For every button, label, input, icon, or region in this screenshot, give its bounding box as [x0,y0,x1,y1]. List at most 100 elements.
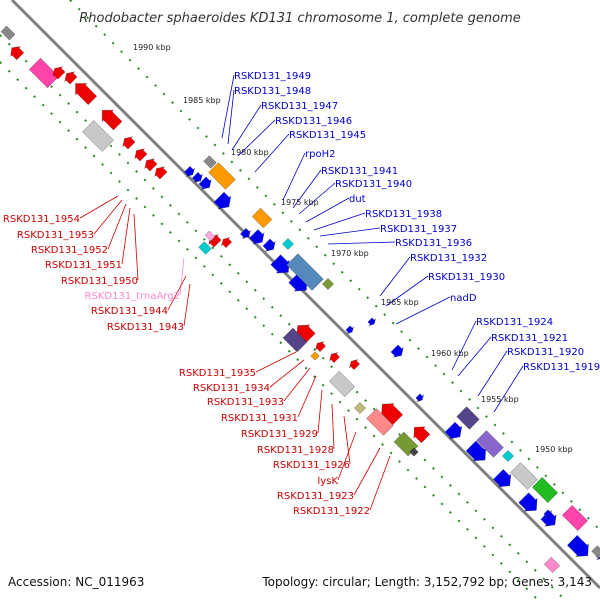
gene-block [251,207,273,229]
forward-gene-label[interactable]: rpoH2 [305,149,335,160]
reverse-gene-arrow [102,110,123,131]
kbp-tick-label: 1960 kbp [431,349,469,358]
reverse-gene-label[interactable]: lysK [318,476,339,487]
reverse-gene-label[interactable]: RSKD131_1933 [207,397,284,408]
forward-gene-label[interactable]: RSKD131_1941 [321,166,398,177]
forward-leader-line [282,152,306,201]
accession-text: Accession: NC_011963 [8,575,144,589]
forward-leader-line [385,275,429,307]
reverse-gene-labels: RSKD131_1954RSKD131_1953RSKD131_1952RSKD… [3,214,370,517]
reverse-leader-line [93,199,123,235]
reverse-gene-label[interactable]: RSKD131_1943 [107,322,184,333]
forward-gene-label[interactable]: RSKD131_1948 [234,86,311,97]
forward-gene-arrow [390,344,404,358]
forward-gene-label[interactable]: RSKD131_1921 [491,333,568,344]
reverse-leader-line [121,207,131,265]
forward-gene-label[interactable]: RSKD131_1945 [289,130,366,141]
forward-gene-label[interactable]: RSKD131_1938 [365,209,442,220]
forward-leader-line [451,320,477,371]
forward-gene-label[interactable]: RSKD131_1936 [395,238,472,249]
gene-block [476,430,504,458]
forward-gene-label[interactable]: RSKD131_1932 [410,253,487,264]
gene-block [208,162,236,190]
gene-block [510,462,538,490]
gene-block [329,371,355,397]
gene-block [82,120,114,152]
reverse-gene-label[interactable]: RSKD131_1951 [45,260,122,271]
reverse-gene-label[interactable]: RSKD131_1953 [17,230,94,241]
reverse-gene-label[interactable]: RSKD131_1954 [3,214,80,225]
reverse-leader-line [107,203,127,250]
gene-block [198,241,212,255]
forward-leader-line [231,104,262,151]
forward-gene-label[interactable]: RSKD131_1919 [523,362,600,373]
reverse-gene-label[interactable]: RSKD131_1934 [193,383,270,394]
reverse-leader-line [297,375,317,418]
forward-gene-arrow [543,509,552,518]
reverse-gene-arrow [144,158,158,172]
forward-gene-arrow [540,510,557,527]
forward-gene-label[interactable]: dut [349,194,366,205]
reverse-gene-label[interactable]: RSKD131_1929 [241,429,318,440]
reverse-gene-label[interactable]: RSKD131_1922 [293,506,370,517]
forward-gene-label[interactable]: nadD [450,293,477,304]
forward-gene-arrow [198,176,212,190]
forward-gene-labels: RSKD131_1949RSKD131_1948RSKD131_1947RSKD… [234,71,600,373]
reverse-leader-line [283,367,311,402]
forward-gene-label[interactable]: RSKD131_1946 [275,116,352,127]
forward-gene-label[interactable]: RSKD131_1947 [261,101,338,112]
forward-leader-line [457,336,492,377]
forward-gene-label[interactable]: RSKD131_1930 [428,272,505,283]
reverse-leader-line [353,447,381,496]
forward-gene-arrow [249,229,265,245]
forward-gene-label[interactable]: RSKD131_1920 [507,347,584,358]
reverse-leader-line [133,213,139,281]
gene-block [456,406,480,430]
reverse-gene-label[interactable]: RSKD131_trnaArg2 [85,291,180,302]
forward-gene-arrow [493,469,512,488]
forward-gene-arrow [262,238,276,252]
forward-gene-arrow [518,492,538,512]
forward-gene-label[interactable]: RSKD131_1937 [380,224,457,235]
forward-leader-line [305,197,350,223]
gene-block [532,477,558,503]
reverse-leader-line [369,455,391,511]
reverse-leader-line [79,195,119,219]
reverse-gene-arrow [154,166,168,180]
gene-block [0,25,16,41]
forward-gene-label[interactable]: RSKD131_1940 [335,179,412,190]
reverse-gene-arrow [75,83,97,105]
reverse-gene-label[interactable]: RSKD131_1928 [257,445,334,456]
reverse-leader-line [179,257,185,296]
forward-leader-line [221,74,235,139]
gene-block [282,238,294,250]
forward-gene-arrow [270,254,290,274]
forward-gene-arrow [213,191,232,210]
kbp-tick-row [69,0,600,531]
reverse-gene-arrow [10,46,25,61]
reverse-gene-label[interactable]: RSKD131_1923 [277,491,354,502]
kbp-tick-label: 1975 kbp [281,198,319,207]
reverse-gene-label[interactable]: RSKD131_1935 [179,368,256,379]
kbp-tick-label: 1990 kbp [133,43,171,52]
forward-gene-label[interactable]: RSKD131_1924 [476,317,553,328]
kbp-tick-label: 1985 kbp [183,96,221,105]
forward-gene-label[interactable]: RSKD131_1949 [234,71,311,82]
reverse-gene-label[interactable]: RSKD131_1952 [31,245,108,256]
reverse-gene-arrow [122,136,136,150]
reverse-gene-arrow [413,426,431,444]
reverse-gene-label[interactable]: RSKD131_1950 [61,276,138,287]
reverse-gene-label[interactable]: RSKD131_1926 [273,460,350,471]
gene-block [203,155,217,169]
label-leader-lines [79,74,524,511]
gene-block [286,253,324,291]
reverse-gene-label[interactable]: RSKD131_1944 [91,306,168,317]
forward-leader-line [493,365,524,413]
map-title: Rhodobacter sphaeroides KD131 chromosome… [79,11,520,26]
reverse-leader-line [337,431,357,481]
reverse-gene-label[interactable]: RSKD131_1931 [221,413,298,424]
reverse-leader-line [183,283,191,327]
reverse-gene-arrow [329,352,340,363]
forward-gene-arrow [192,172,203,183]
